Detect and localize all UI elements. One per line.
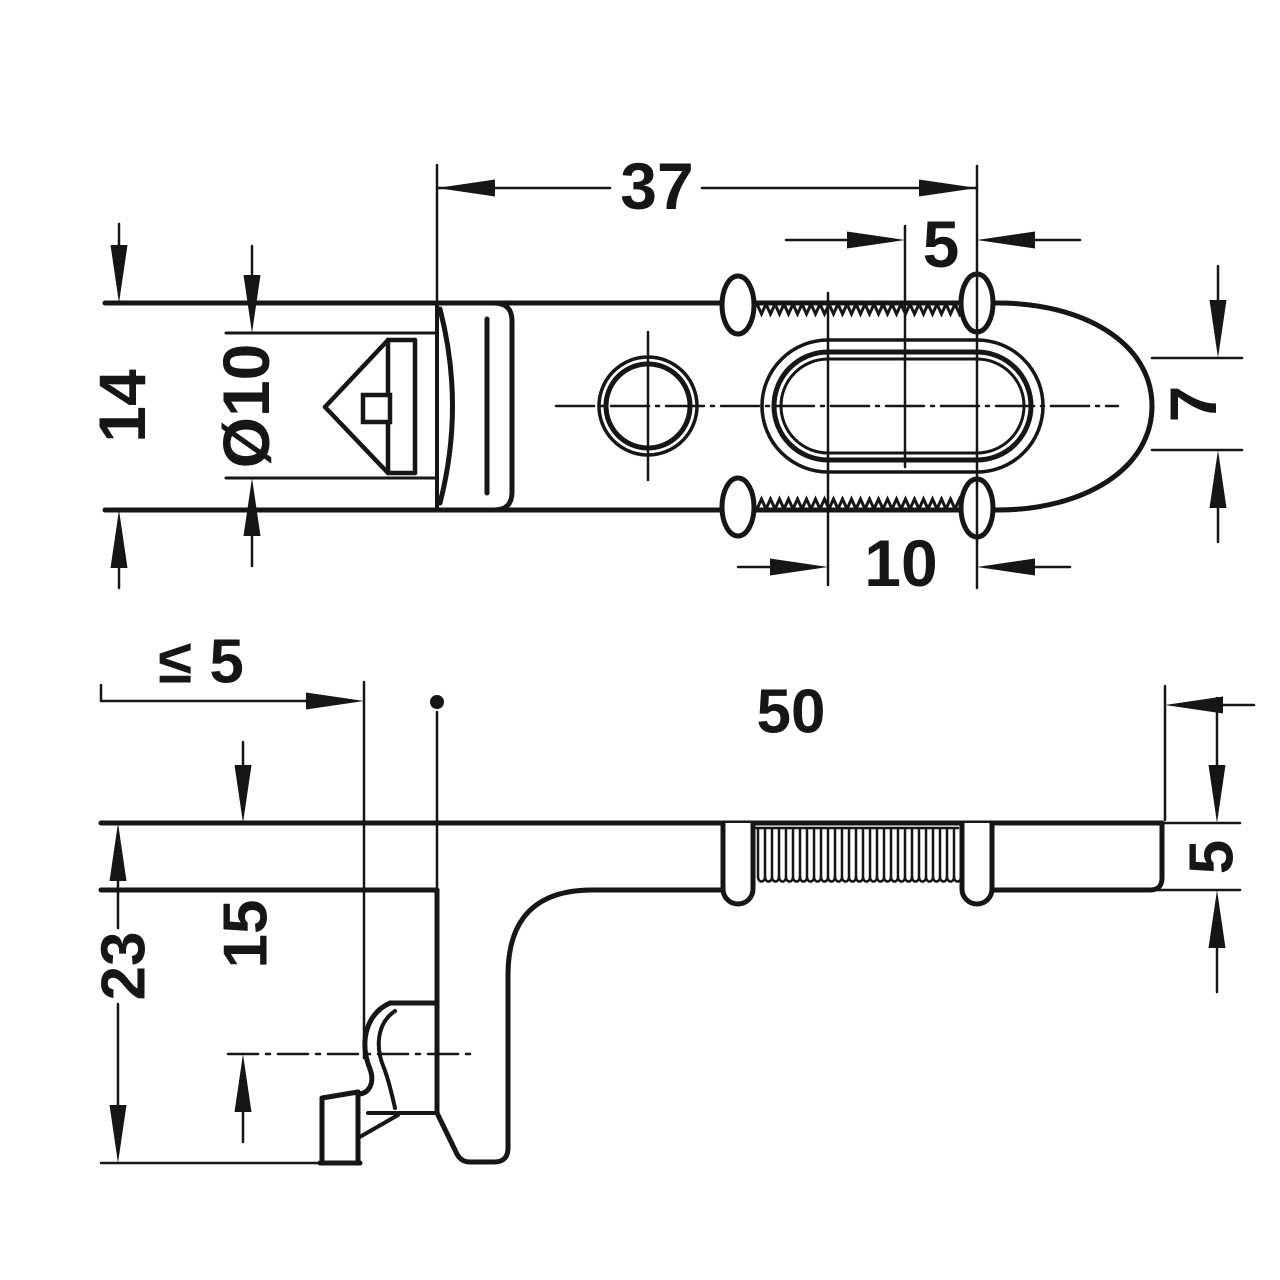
dim-14-label: 14 (85, 369, 159, 443)
arrowhead (847, 231, 905, 249)
arrowhead (110, 510, 128, 568)
dim-10-label: 10 (864, 526, 937, 600)
arrowhead (243, 275, 261, 333)
top-view-centerlines (224, 163, 1244, 590)
dim-50 (1165, 696, 1256, 714)
dim-10 (736, 558, 1072, 576)
arrowhead (110, 245, 128, 303)
dim-50-label: 50 (757, 678, 826, 747)
dimension-dot (430, 695, 444, 709)
dim-5-side-label: 5 (1178, 840, 1247, 874)
arrowhead (109, 823, 127, 881)
hook-outer-curve (355, 1000, 393, 1097)
arrowhead (1209, 300, 1227, 358)
side-view: ≤ 5 50 5 15 23 (90, 628, 1256, 1166)
dim-5-top-label: 5 (923, 207, 960, 281)
arrowhead (1209, 450, 1227, 508)
top-view: 37 5 10 Ø10 14 7 (85, 149, 1244, 600)
arrowhead (109, 1105, 127, 1163)
rounded-right-end (995, 300, 1155, 513)
thread-zigzag-top (755, 300, 966, 318)
side-view-centerlines (99, 680, 1242, 1165)
arm-right-corner (1147, 820, 1165, 893)
arrowhead (1208, 765, 1226, 823)
dim-le5 (99, 683, 364, 710)
arrowhead (234, 765, 252, 823)
dim-15 (234, 740, 252, 1144)
arrowhead (1208, 890, 1226, 948)
arrowhead (437, 179, 495, 197)
dim-5-top (784, 231, 1082, 249)
arrowhead (1165, 696, 1223, 714)
side-view-arm (98, 820, 1165, 893)
arrowhead (977, 558, 1035, 576)
screw-slot (360, 392, 393, 425)
dim-5-side (1208, 696, 1226, 994)
thread-notches (720, 820, 995, 907)
hook-cap (434, 300, 515, 513)
arrowhead (770, 558, 828, 576)
arrowhead (306, 692, 364, 710)
thread-zigzag-bottom (755, 495, 966, 513)
dim-dia10-label: Ø10 (209, 344, 283, 469)
thread-knurl (754, 826, 963, 883)
screw-head (322, 337, 418, 476)
hook-profile (317, 1000, 440, 1166)
dim-7 (1209, 264, 1227, 544)
hook-inner-curve (376, 1009, 397, 1110)
dim-23-label: 23 (90, 932, 159, 1001)
edge-thread (755, 300, 966, 513)
side-view-leg (434, 887, 595, 1165)
dim-37-label: 37 (620, 149, 693, 223)
dim-37 (435, 179, 979, 197)
dim-7-label: 7 (1156, 386, 1230, 423)
dim-15-label: 15 (212, 900, 281, 969)
arrowhead (919, 179, 977, 197)
dim-14 (110, 222, 128, 590)
arrowhead (234, 1054, 252, 1112)
dim-le5-label: ≤ 5 (158, 628, 244, 697)
arrowhead (243, 478, 261, 536)
dim-23 (109, 823, 127, 1163)
dim-dia10 (243, 244, 261, 568)
arrowhead (977, 231, 1035, 249)
hook-bend-arc (437, 306, 455, 506)
